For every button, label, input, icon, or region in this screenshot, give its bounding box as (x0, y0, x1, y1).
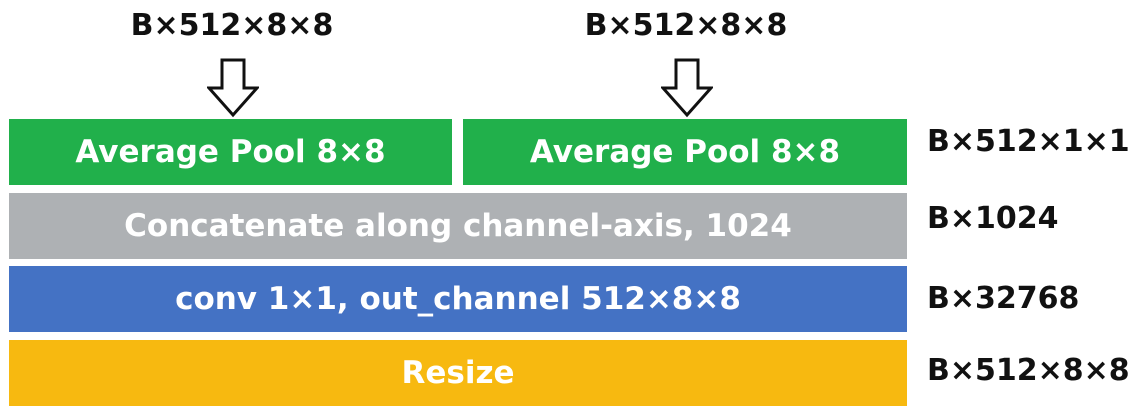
conv-block: conv 1×1, out_channel 512×8×8 (9, 266, 907, 332)
concatenate-block: Concatenate along channel-axis, 1024 (9, 193, 907, 259)
average-pool-left-block: Average Pool 8×8 (9, 119, 452, 185)
shape-label-resize: B×512×8×8 (927, 353, 1130, 388)
down-arrow-icon (207, 58, 259, 118)
shape-label-pool: B×512×1×1 (927, 124, 1130, 159)
down-arrow-icon (661, 58, 713, 118)
block-label: Concatenate along channel-axis, 1024 (124, 208, 792, 244)
input-label-right: B×512×8×8 (584, 8, 788, 43)
average-pool-right-block: Average Pool 8×8 (463, 119, 907, 185)
input-label-left: B×512×8×8 (130, 8, 334, 43)
block-label: Average Pool 8×8 (75, 134, 386, 170)
resize-block: Resize (9, 340, 907, 406)
shape-label-conv: B×32768 (927, 281, 1080, 316)
block-label: conv 1×1, out_channel 512×8×8 (175, 281, 741, 317)
shape-label-concat: B×1024 (927, 201, 1059, 236)
block-label: Resize (401, 355, 515, 391)
block-label: Average Pool 8×8 (529, 134, 841, 170)
